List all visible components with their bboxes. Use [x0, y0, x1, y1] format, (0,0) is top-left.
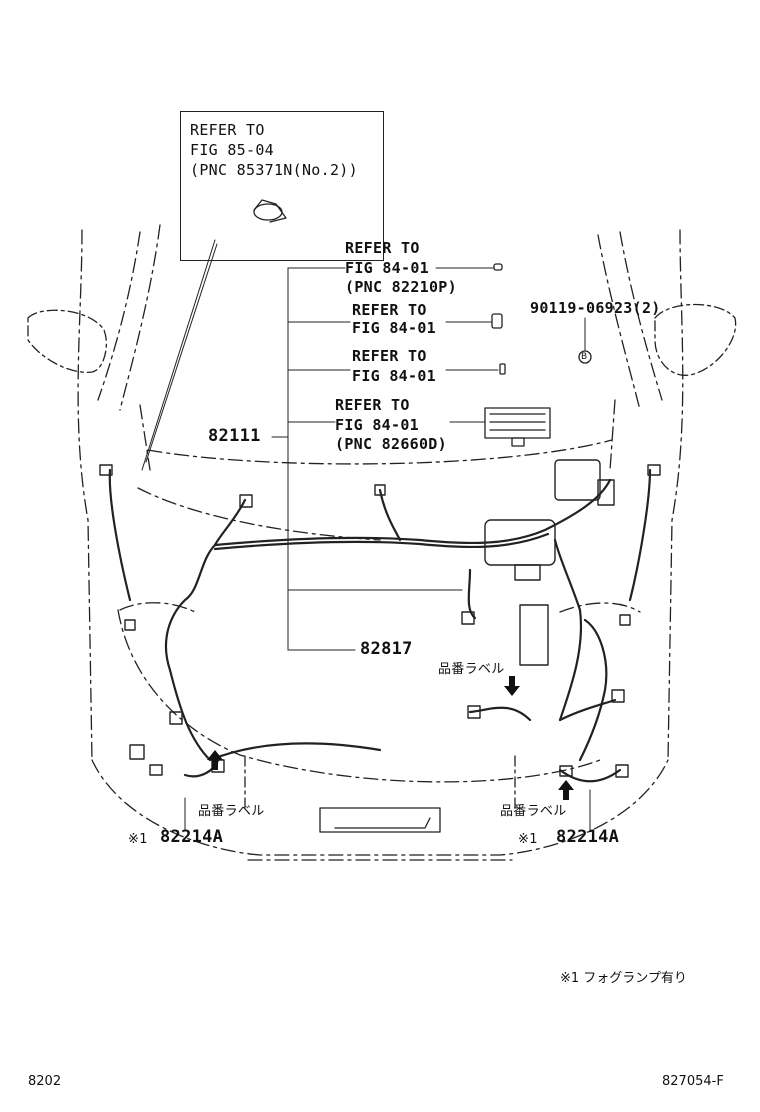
callout-3-line1: REFER TO — [352, 347, 427, 365]
left-part-mark: ※1 — [128, 832, 148, 847]
part-82111: 82111 — [208, 426, 261, 446]
page-code-right: 827054-F — [662, 1074, 724, 1089]
callout-3-line2: FIG 84-01 — [352, 367, 436, 385]
label-jp-center: 品番ラベル — [438, 662, 505, 677]
label-jp-right: 品番ラベル — [500, 804, 567, 819]
refer-box-line2: FIG 85-04 — [190, 141, 274, 159]
clip-icon — [253, 199, 287, 223]
connector-icon — [499, 363, 506, 375]
label-jp-left: 品番ラベル — [198, 804, 265, 819]
callout-1-line1: REFER TO — [345, 239, 420, 257]
bolt-marker-letter: B — [581, 352, 588, 362]
bolt-part-number: 90119-06923(2) — [530, 299, 661, 317]
part-82817: 82817 — [360, 639, 413, 659]
leader-lines — [141, 239, 591, 831]
page-code-left: 8202 — [28, 1074, 62, 1089]
label-arrows — [207, 676, 574, 800]
harness-components — [99, 459, 661, 778]
connector-icon — [491, 313, 503, 329]
harness — [108, 468, 652, 783]
refer-box-line1: REFER TO — [190, 121, 265, 139]
callout-2-line1: REFER TO — [352, 301, 427, 319]
callout-2-line2: FIG 84-01 — [352, 319, 436, 337]
right-part-mark: ※1 — [518, 832, 538, 847]
left-mirror — [27, 309, 107, 373]
callout-4-line1: REFER TO — [335, 396, 410, 414]
plate-area — [319, 807, 441, 833]
bolt-marker-circle — [578, 350, 592, 364]
callout-4-line2: FIG 84-01 — [335, 416, 419, 434]
left-part-number: 82214A — [160, 827, 224, 847]
right-part-number: 82214A — [556, 827, 620, 847]
refer-box-line3: (PNC 85371N(No.2)) — [190, 161, 358, 179]
callout-1-line2: FIG 84-01 — [345, 259, 429, 277]
right-mirror — [654, 303, 737, 376]
footnote: ※1 フォグランプ有り — [560, 971, 687, 986]
connector-icon — [493, 263, 503, 271]
callout-1-line3: (PNC 82210P) — [345, 278, 457, 296]
callout-4-line3: (PNC 82660D) — [335, 435, 447, 453]
refer-box — [180, 111, 384, 261]
relay-block-icon — [484, 407, 551, 447]
